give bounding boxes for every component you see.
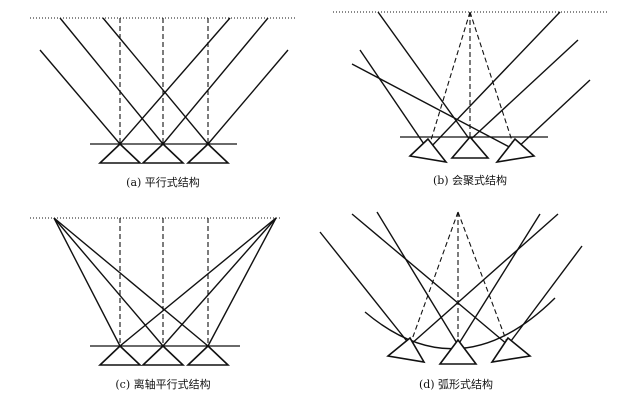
panel-converging: (b) 会聚式结构 — [333, 11, 607, 187]
camera-icon — [140, 344, 186, 366]
caption-parallel: (a) 平行式结构 — [126, 175, 200, 189]
camera-icon — [185, 142, 231, 164]
view-ray — [119, 17, 231, 145]
panel-arc: (d) 弧形式结构 — [319, 211, 583, 391]
view-ray — [162, 217, 277, 347]
camera-icon — [490, 336, 532, 364]
view-ray — [119, 217, 277, 347]
optical-axis — [427, 11, 471, 151]
camera-icon — [97, 142, 143, 164]
camera-icon — [97, 344, 143, 366]
view-ray — [53, 217, 164, 347]
view-ray — [207, 217, 277, 347]
view-ray — [377, 11, 471, 141]
optical-axis — [469, 11, 516, 151]
view-ray — [102, 17, 209, 145]
camera-icon — [408, 137, 448, 164]
view-ray — [351, 213, 509, 346]
view-ray — [53, 217, 209, 347]
view-ray — [39, 49, 121, 145]
camera-icon — [438, 338, 478, 365]
optical-axis — [457, 211, 509, 346]
camera-icon — [450, 135, 490, 159]
caption-offaxis-parallel: (c) 离轴平行式结构 — [115, 377, 210, 391]
view-ray — [359, 49, 429, 151]
view-ray — [457, 213, 541, 346]
view-ray — [207, 49, 289, 145]
camera-icon — [185, 344, 231, 366]
view-ray — [469, 39, 579, 141]
view-ray — [351, 63, 516, 151]
view-ray — [409, 213, 559, 346]
camera-icon — [140, 142, 186, 164]
view-ray — [162, 17, 269, 145]
panel-parallel: (a) 平行式结构 — [30, 17, 296, 189]
view-ray — [376, 211, 459, 346]
caption-converging: (b) 会聚式结构 — [433, 173, 507, 187]
view-ray — [319, 231, 411, 346]
camera-icon — [386, 336, 426, 364]
view-ray — [507, 245, 583, 346]
view-ray — [53, 217, 121, 347]
panel-offaxis-parallel: (c) 离轴平行式结构 — [30, 217, 282, 391]
caption-arc: (d) 弧形式结构 — [419, 377, 493, 391]
view-ray — [427, 11, 561, 151]
view-ray — [514, 79, 591, 151]
camera-icon — [495, 137, 536, 164]
view-ray — [59, 17, 164, 145]
